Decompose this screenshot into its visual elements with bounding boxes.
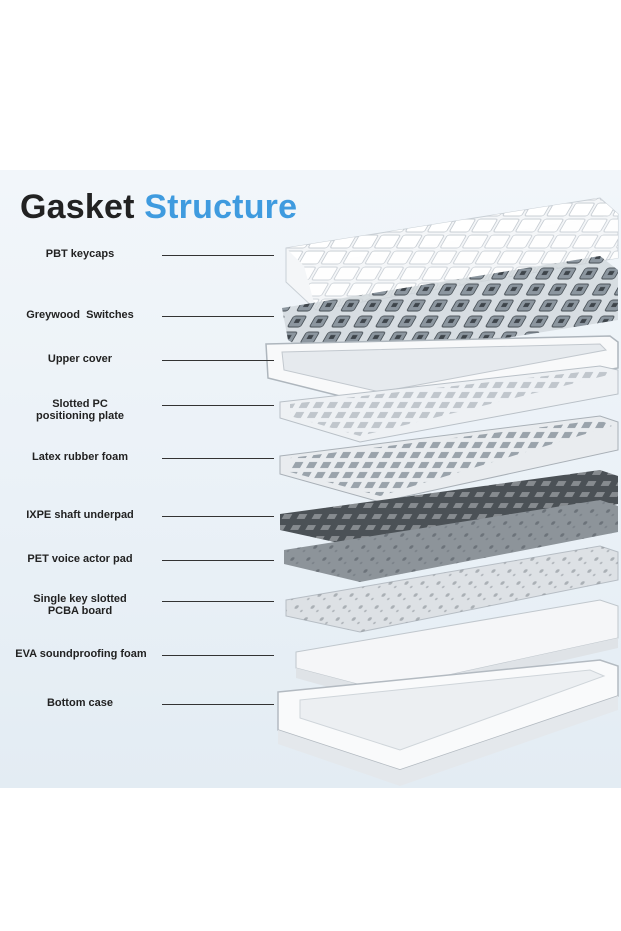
leader-line-pcba-board (162, 601, 274, 602)
eva-foam-layer (295, 599, 619, 702)
title-word-gasket: Gasket (20, 188, 135, 226)
switches-layer (282, 256, 618, 366)
pcba-board-layer (285, 545, 619, 633)
label-bottom-case: Bottom case (46, 697, 114, 709)
leader-line-latex-rubber-foam (162, 458, 274, 459)
leader-line-greywood-switches (162, 316, 274, 317)
upper-cover-layer (265, 335, 619, 407)
leader-line-pbt-keycaps (162, 255, 274, 256)
leader-line-pc-positioning-plate (162, 405, 274, 406)
label-pbt-keycaps: PBT keycaps (45, 248, 115, 260)
label-eva-soundproofing-foam: EVA soundproofing foam (15, 648, 147, 660)
label-pc-positioning-plate: Slotted PC positioning plate (36, 398, 124, 422)
exploded-view-panel: Gasket Structure (0, 170, 621, 788)
title-word-structure: Structure (144, 188, 298, 226)
label-upper-cover: Upper cover (47, 353, 113, 365)
leader-line-bottom-case (162, 704, 274, 705)
leader-line-ixpe-shaft-underpad (162, 516, 274, 517)
label-pcba-board: Single key slotted PCBA board (33, 593, 127, 617)
page-title: Gasket Structure (20, 188, 297, 227)
label-latex-rubber-foam: Latex rubber foam (32, 451, 128, 463)
pet-pad-layer (284, 500, 618, 582)
label-greywood-switches: Greywood Switches (26, 309, 134, 321)
keyboard-layers-illustration (265, 197, 619, 786)
label-ixpe-shaft-underpad: IXPE shaft underpad (26, 509, 134, 521)
pc-plate-layer (279, 365, 619, 443)
leader-line-pet-voice-actor-pad (162, 560, 274, 561)
latex-foam-layer (279, 415, 619, 503)
label-pet-voice-actor-pad: PET voice actor pad (27, 553, 133, 565)
leader-line-eva-soundproofing-foam (162, 655, 274, 656)
leader-line-upper-cover (162, 360, 274, 361)
ixpe-underpad-layer (280, 470, 618, 552)
bottom-case-layer (277, 659, 619, 786)
keycaps-layer (285, 197, 619, 311)
